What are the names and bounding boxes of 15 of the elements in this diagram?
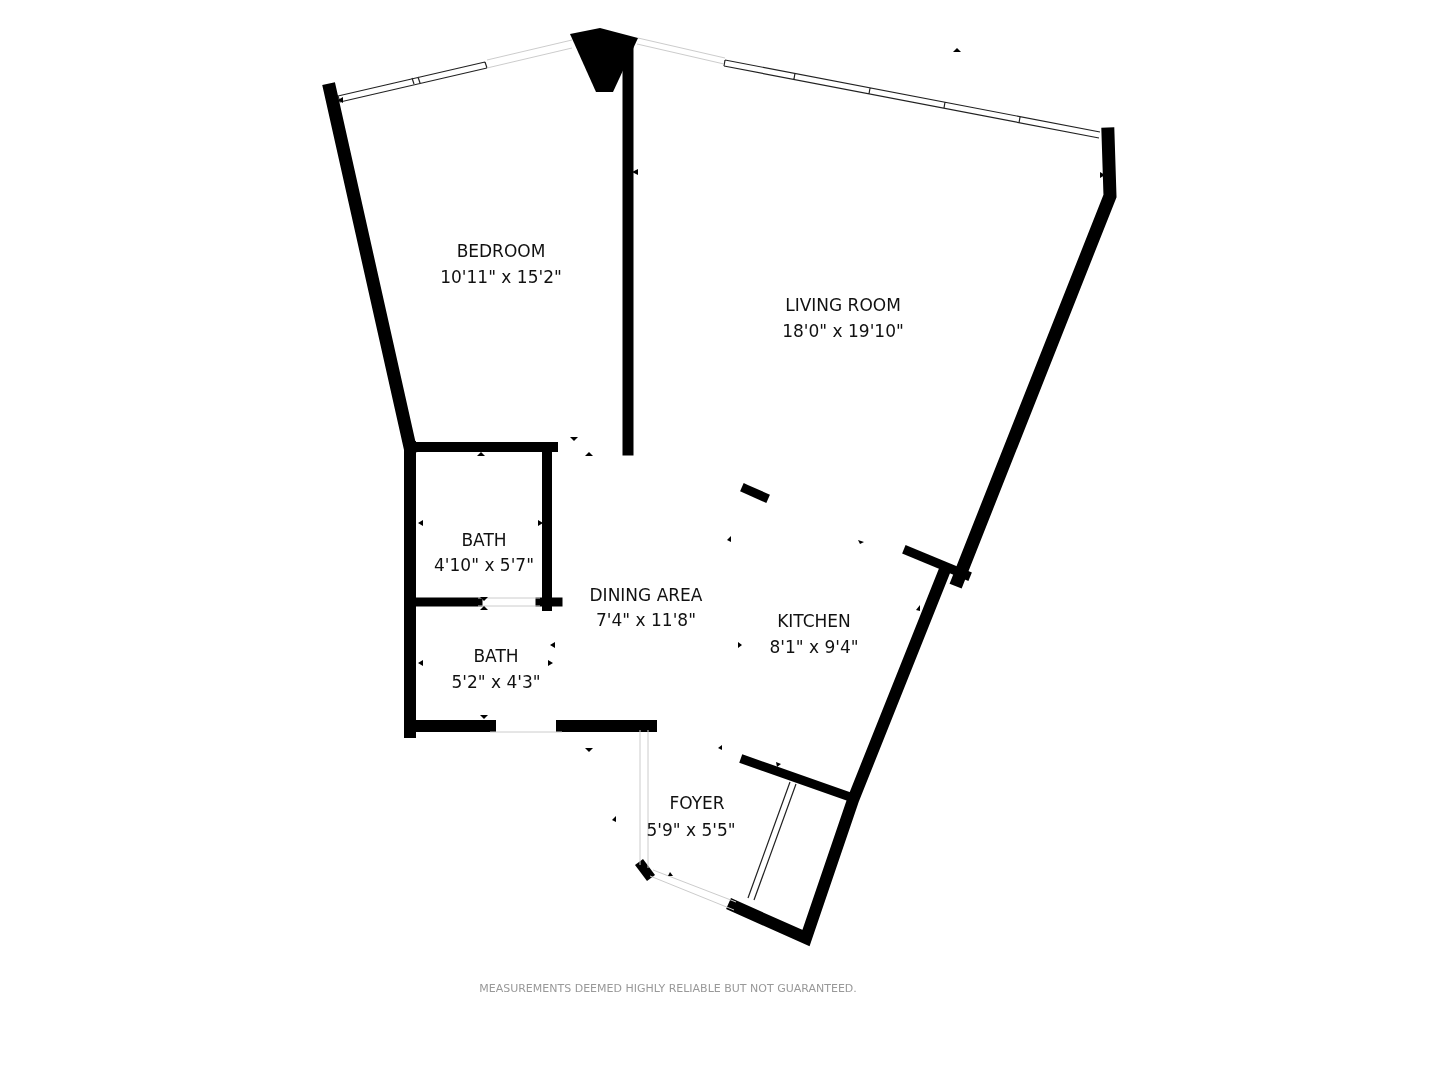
room-dimensions: 5'2" x 4'3" <box>451 672 541 692</box>
room-name: FOYER <box>669 793 725 813</box>
disclaimer-note: MEASUREMENTS DEEMED HIGHLY RELIABLE BUT NOT GUARANTEED. <box>479 981 857 995</box>
room-dimensions: 10'11" x 15'2" <box>440 267 562 287</box>
room-name: DINING AREA <box>589 585 703 605</box>
room-name: BEDROOM <box>456 241 546 261</box>
room-dimensions: 7'4" x 11'8" <box>596 610 696 630</box>
room-dimensions: 5'9" x 5'5" <box>646 820 736 840</box>
room-dimensions: 4'10" x 5'7" <box>434 555 534 575</box>
room-name: LIVING ROOM <box>785 295 901 315</box>
room-name: BATH <box>473 646 519 666</box>
room-name: BATH <box>461 530 507 550</box>
room-name: KITCHEN <box>777 611 851 631</box>
room-dimensions: 18'0" x 19'10" <box>782 321 904 341</box>
room-dimensions: 8'1" x 9'4" <box>769 637 859 657</box>
